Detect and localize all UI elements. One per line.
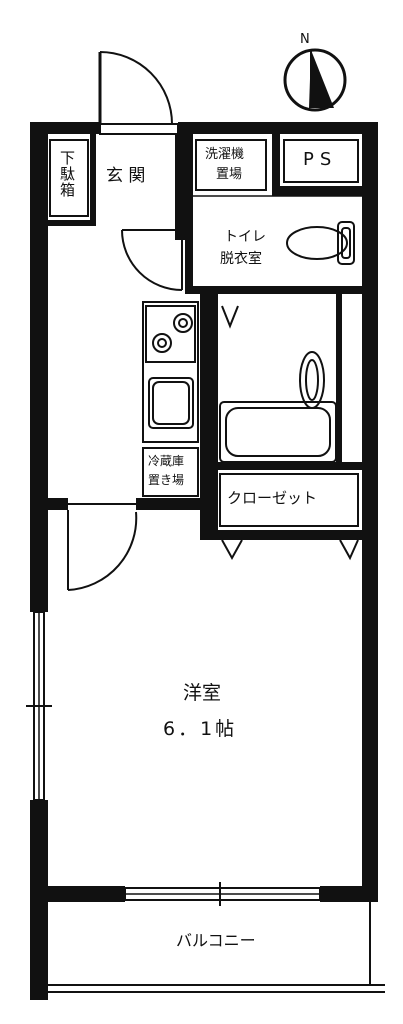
outer-walls [30, 122, 378, 1000]
genkan-label: 玄 関 [106, 166, 146, 186]
interior-walls [48, 134, 365, 540]
fridge-space [142, 447, 199, 497]
washer-label-2: 置場 [216, 167, 243, 182]
fridge-label: 冷蔵庫 [148, 454, 185, 468]
bathtub-icon [219, 401, 337, 463]
balcony-label: バルコニー [176, 931, 256, 950]
room-door [67, 503, 138, 591]
datsuijo-label: 脱衣室 [220, 251, 262, 267]
main-room-label: 洋室 [183, 682, 222, 704]
left-window [26, 611, 52, 801]
washer-label: 洗濯機 [205, 147, 245, 162]
getabako-label: 下駄箱 [58, 150, 76, 198]
door-markers [221, 305, 359, 561]
kitchen-counter [142, 301, 199, 443]
label-boxes [49, 139, 359, 527]
compass-icon [283, 48, 347, 112]
toilet-door [121, 229, 183, 291]
balcony-railing [48, 902, 385, 993]
compass-north-label: N [300, 32, 310, 47]
fridge-label-2: 置き場 [148, 473, 185, 487]
toilet-label: トイレ [224, 229, 266, 245]
closet-label: クローゼット [227, 489, 318, 507]
balcony-window [124, 882, 321, 906]
ps-label: PS [303, 149, 338, 170]
entrance-door [98, 51, 179, 135]
main-room-size: 6．1帖 [163, 718, 238, 740]
washbasin-icon [299, 351, 325, 409]
toilet-icon [286, 221, 355, 265]
